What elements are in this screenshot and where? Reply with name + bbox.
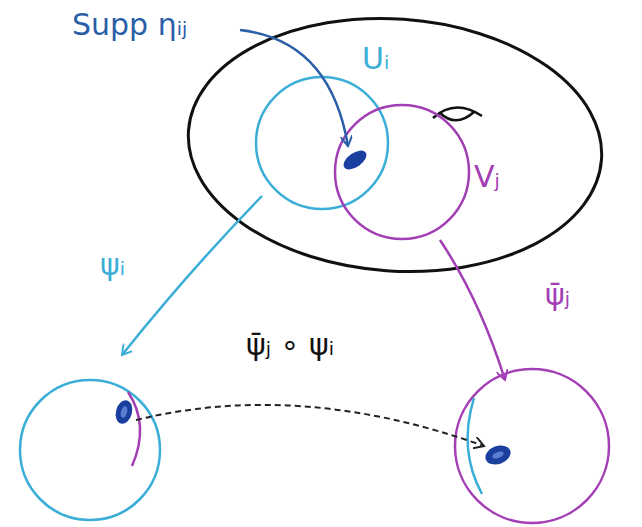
torus-hole	[440, 112, 474, 120]
overlap-arc	[468, 398, 482, 494]
torus-outline	[180, 5, 611, 285]
map-arrow	[122, 196, 262, 355]
map-label: ψᵢ	[100, 248, 125, 283]
support-blob	[113, 398, 135, 425]
map-arrow	[440, 240, 505, 380]
support-blob	[340, 147, 369, 173]
image-disk	[455, 369, 609, 523]
chart-domain-u	[256, 77, 388, 209]
transition-label: ψ̄ⱼ ∘ ψᵢ	[246, 328, 334, 363]
chart-label: Vⱼ	[474, 160, 500, 195]
leader-arrow	[240, 30, 348, 146]
image-disk	[20, 380, 160, 520]
support-blob	[120, 405, 129, 418]
transition-arrow	[136, 405, 484, 446]
support-label: Supp ηᵢⱼ	[72, 8, 187, 43]
map-label: ψ̄ⱼ	[545, 278, 570, 313]
chart-domain-v	[335, 105, 469, 239]
support-blob	[491, 450, 504, 460]
support-blob	[483, 442, 514, 468]
chart-label: Uᵢ	[362, 42, 389, 77]
